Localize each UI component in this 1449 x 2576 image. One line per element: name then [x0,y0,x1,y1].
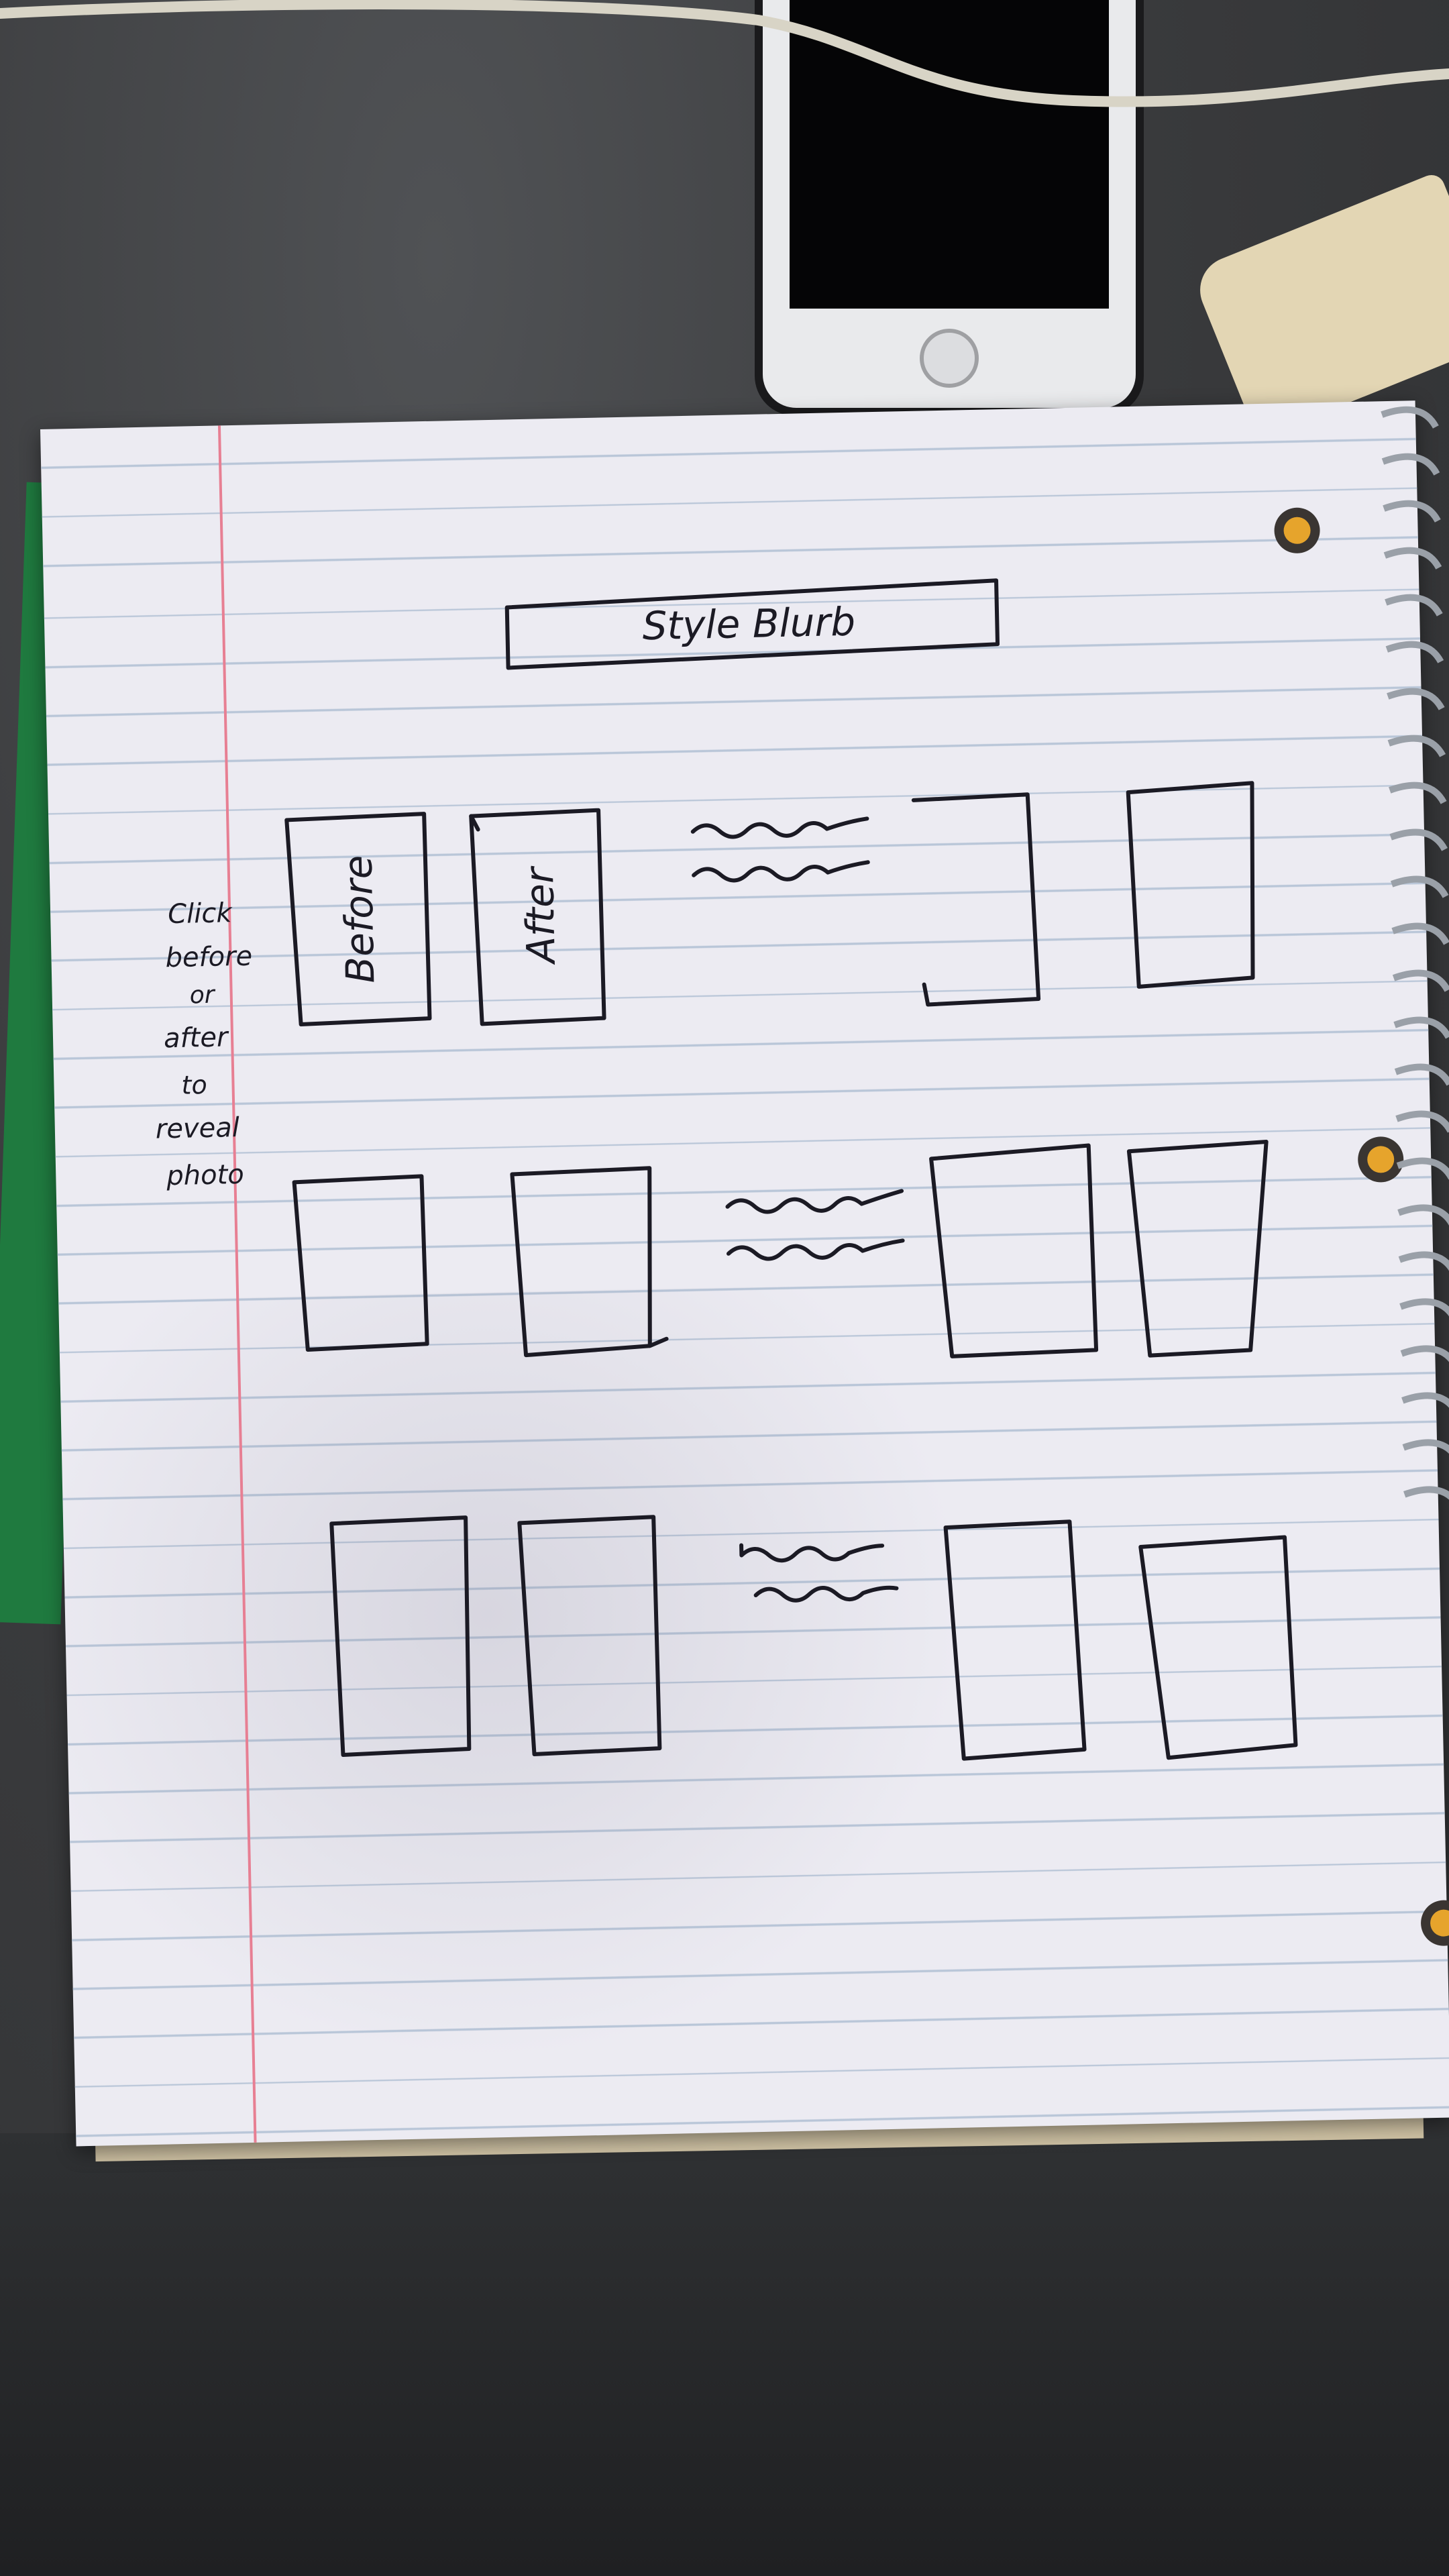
side-note-line-6: reveal [155,1112,239,1145]
row2-box-4 [1126,1139,1269,1358]
row2-box-1 [292,1174,429,1352]
wave-text-2a [725,1189,904,1214]
before-box [284,812,432,1027]
wireframe-sketch: Style Blurb Click before or after to rev… [155,507,1449,1946]
row3-box-3 [943,1519,1087,1761]
after-label: After [517,865,564,967]
side-note-line-4: after [164,1022,230,1054]
header-text: Style Blurb [642,599,856,649]
side-note-line-7: photo [166,1159,244,1191]
spiral-binding-icon [1381,406,1449,1509]
row3-box-4 [1138,1535,1298,1760]
notebook-page: Style Blurb Click before or after to rev… [40,400,1449,2147]
desk-shadow [0,2133,1449,2576]
phone-screen [790,0,1109,309]
row2-box-3 [929,1143,1099,1358]
wave-text-1a [690,816,869,839]
side-note-line-2: before [165,941,253,974]
after-tick [469,814,480,832]
row2-box-2 [510,1166,652,1358]
row3-box-1 [329,1515,472,1757]
phone-home-button [920,329,979,388]
wave-text-3a [739,1543,885,1563]
phone-body [763,0,1136,408]
wave-text-2b [726,1238,905,1261]
row1-box-3 [911,792,1041,1007]
row2-box-2-tick [647,1336,669,1348]
side-note-line-5: to [181,1070,207,1100]
after-box [469,808,606,1026]
binder-hole-icon [1274,507,1449,1946]
wave-text-1b [692,860,870,883]
row1-box-4 [1126,781,1255,989]
before-label: Before [335,855,383,983]
phone-icon [755,0,1144,416]
wave-text-3b [753,1585,899,1603]
header-box [504,578,1000,670]
side-note-line-1: Click [168,898,233,930]
row3-box-2 [517,1515,662,1757]
side-note-line-3: or [189,981,216,1010]
